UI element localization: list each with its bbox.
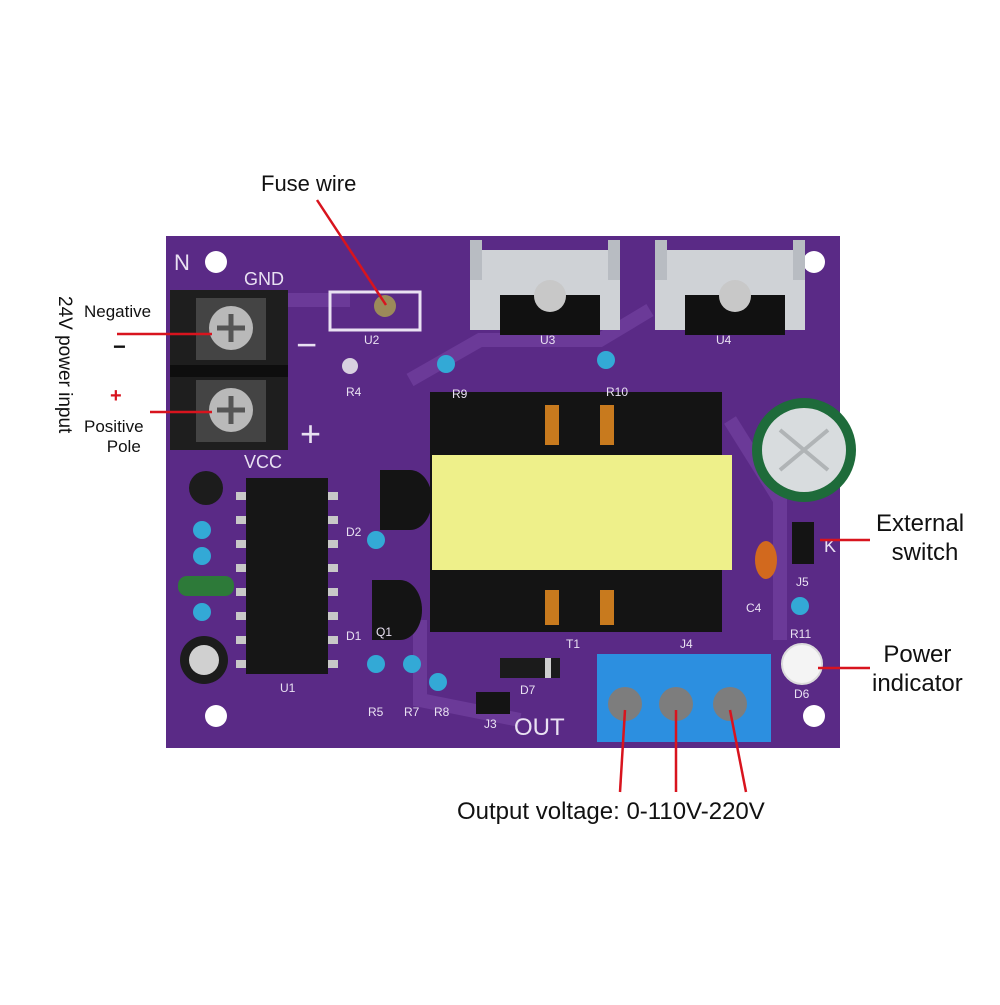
power-indicator-line1: Power [883,641,952,668]
silk-j5: J5 [796,575,809,589]
silkscreen-labels: GND VCC − + OUT N U1 U2 U3 U4 R4 R5 R7 R… [174,250,836,741]
transformer-t1 [430,392,732,632]
silk-r8: R8 [434,705,450,719]
jumpers [476,522,814,714]
heatsink-u3 [470,240,620,335]
positive-pole-line2: Pole [106,437,141,457]
ic-u1 [236,478,338,674]
positive-pole-line1: Positive [84,417,144,436]
silk-u3: U3 [540,333,556,347]
silk-r7: R7 [404,705,420,719]
silk-r4: R4 [346,385,362,399]
input-terminal-block [170,290,288,450]
silk-minus: − [296,324,317,365]
silk-r9: R9 [452,387,468,401]
silk-gnd: GND [244,269,284,289]
external-switch-label: External switch [876,510,964,568]
heatsink-u4 [655,240,805,335]
fuse-wire-label: Fuse wire [261,171,357,196]
silk-q1: Q1 [376,625,392,639]
positive-sign: + [110,385,122,407]
power-indicator-label: Power indicator [872,641,963,699]
silk-plus: + [300,413,321,454]
resistors [193,351,809,691]
external-switch-line2: switch [891,538,959,566]
diode-d7 [500,658,560,678]
electrolytic-capacitor [752,398,856,502]
fuse-component [328,290,422,374]
silk-r11: R11 [790,627,811,641]
silk-r5: R5 [368,705,384,719]
transistors [372,470,432,640]
silk-n: N [174,250,190,275]
silk-d7: D7 [520,683,536,697]
output-terminal-block [597,654,771,742]
led-d6 [781,643,823,685]
negative-sign: − [113,334,126,359]
silk-r10: R10 [606,385,628,399]
silk-j4: J4 [680,637,693,651]
silk-out: OUT [514,714,565,741]
silk-vcc: VCC [244,452,282,472]
silk-d6: D6 [794,687,810,701]
output-voltage-label: Output voltage: 0-110V-220V [457,798,765,825]
silk-t1: T1 [566,637,580,651]
silk-d1: D1 [346,629,362,643]
silk-u1: U1 [280,681,296,695]
silk-j3: J3 [484,717,497,731]
silk-u2: U2 [364,333,380,347]
small-capacitors [178,471,777,684]
positive-pole-label: Positive Pole [84,417,144,458]
mounting-holes [205,251,825,727]
negative-label: Negative [84,302,152,321]
callout-lines [117,199,870,793]
power-indicator-line2: indicator [872,669,963,697]
silk-u4: U4 [716,333,732,347]
silk-d2: D2 [346,525,362,539]
input-voltage-label: 24V power input [53,296,75,434]
external-switch-line1: External [876,510,965,537]
silk-c4: C4 [746,601,762,615]
